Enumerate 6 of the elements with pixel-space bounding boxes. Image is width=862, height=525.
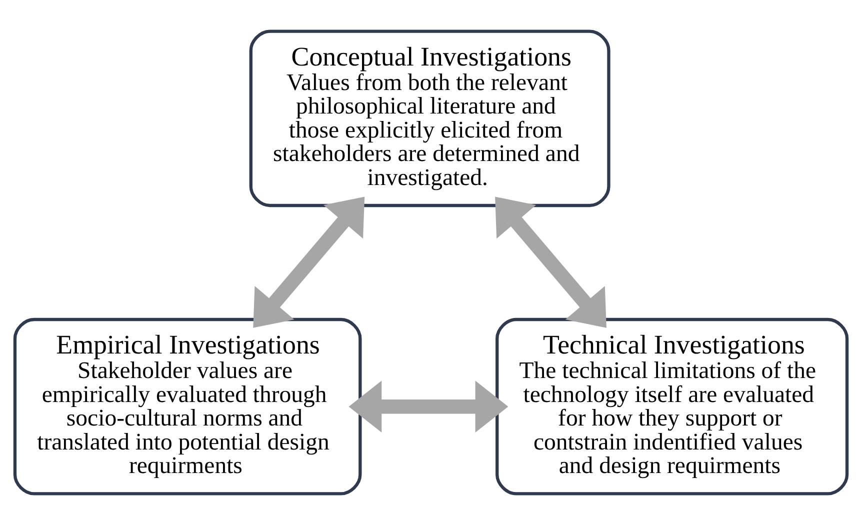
node-box: Empirical Investigations Stakeholder values are empirically evaluated through socio-cultural norms and translated into potential design requirments — [13, 318, 362, 496]
node-box: Technical Investigations The technical limitations of the technology itself are evaluated for how they support or contstrain indentified values and design requirments — [496, 318, 849, 496]
arrow — [348, 380, 508, 432]
node-box: Conceptual Investigations Values from both the relevant philosophical literature and those explicitly elicited from stakeholders are determined and investigated. — [249, 30, 610, 208]
arrow — [495, 196, 606, 328]
arrow — [253, 196, 365, 328]
